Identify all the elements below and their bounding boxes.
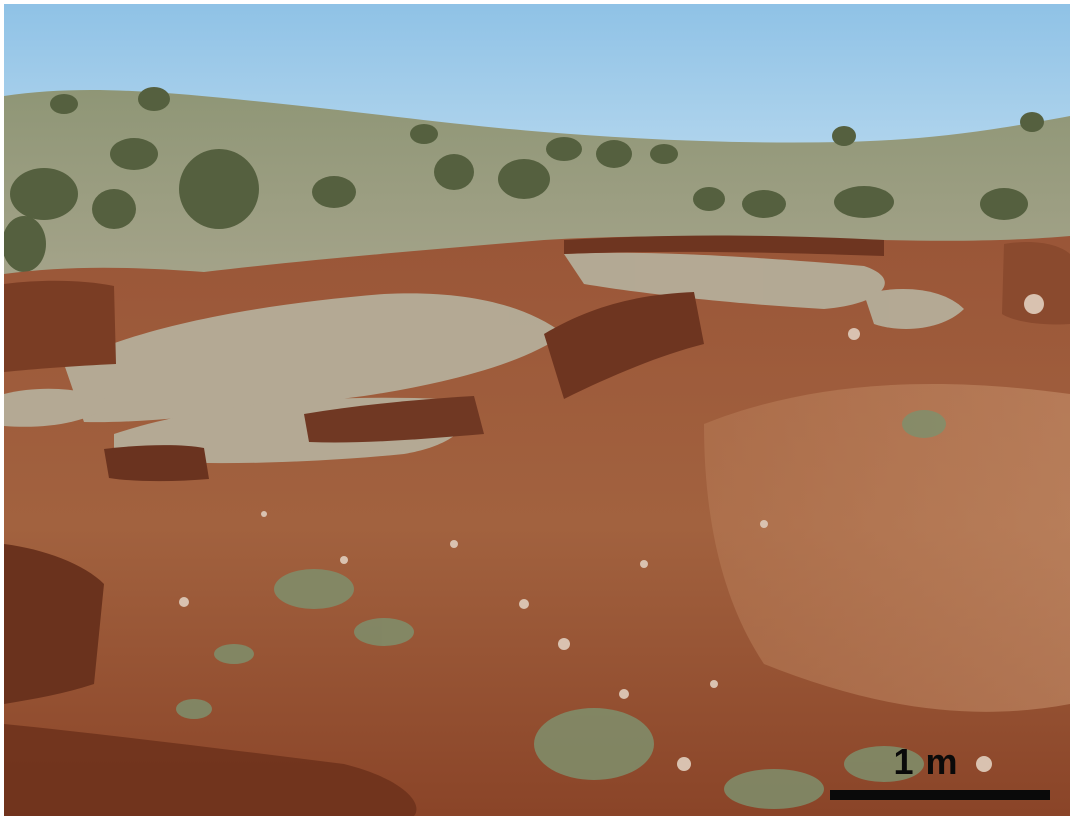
grass-tufts — [176, 410, 946, 809]
dry-grass — [4, 252, 964, 464]
erosion-scarps — [4, 235, 1070, 704]
pebbles — [179, 294, 1044, 772]
hillslope-photo-illustration — [4, 4, 1070, 816]
scale-bar-label: 1 m — [893, 741, 959, 782]
scale-bar — [830, 790, 1050, 800]
field-photo: 1 m — [4, 4, 1070, 816]
gully-shadow — [4, 724, 417, 816]
weathered-soil-patch — [704, 384, 1070, 712]
shrubs — [4, 87, 1044, 272]
